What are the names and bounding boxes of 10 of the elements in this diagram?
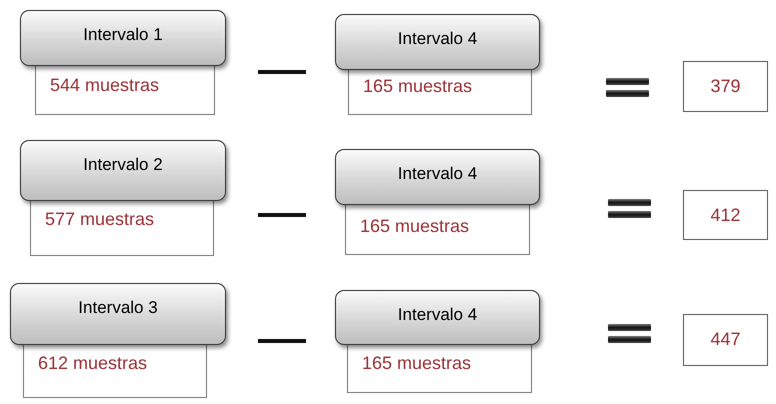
interval-header: Intervalo 2 [20, 140, 226, 201]
interval-header: Intervalo 4 [335, 14, 540, 70]
interval-header: Intervalo 4 [335, 290, 540, 345]
sample-count-box: 165 muestras [345, 203, 530, 255]
interval-header: Intervalo 3 [10, 283, 226, 345]
result-box: 412 [683, 190, 768, 240]
result-box: 379 [683, 61, 768, 112]
interval-header: Intervalo 1 [20, 10, 226, 66]
interval-header: Intervalo 4 [335, 149, 540, 205]
result-box: 447 [683, 314, 768, 366]
